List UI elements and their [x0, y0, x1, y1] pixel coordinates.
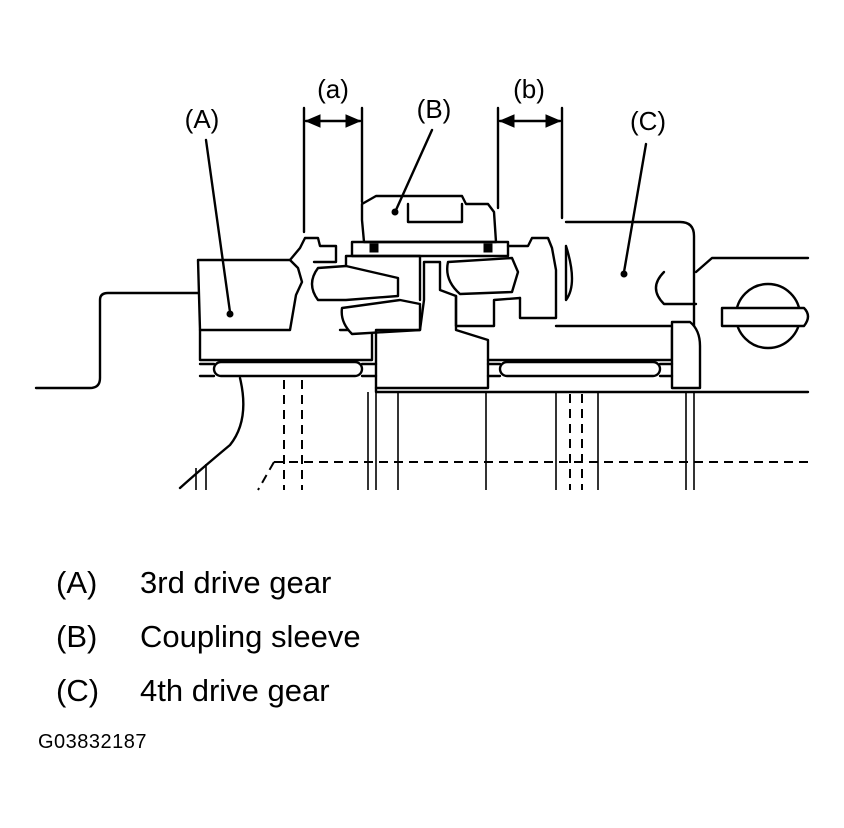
- right-housing: [694, 256, 810, 274]
- fourth-gear-teeth-notch: [564, 244, 574, 302]
- third-drive-gear-hub: [198, 328, 374, 362]
- leader-line-c: [622, 142, 648, 274]
- legend-key-c: (C): [56, 673, 100, 708]
- legend-text-c: 4th drive gear: [140, 673, 330, 708]
- bearing-races: [198, 362, 674, 378]
- dimension-a-arrow-right: [345, 114, 362, 128]
- needle-bearing-right: [498, 360, 662, 378]
- dimension-a-arrow-left: [304, 114, 321, 128]
- fourth-gear-hub: [486, 328, 674, 362]
- legend: (A) 3rd drive gear (B) Coupling sleeve (…: [56, 556, 361, 718]
- gear-cross-section-diagram: (a) (b) (A) (B) (C): [34, 74, 810, 491]
- leader-dot-a: [226, 310, 234, 318]
- figure-code: G03832187: [38, 731, 148, 753]
- needle-bearing-left: [212, 360, 364, 378]
- dimension-b-label: (b): [513, 74, 545, 104]
- right-collar: [670, 320, 702, 390]
- sync-inner-right: [454, 294, 522, 328]
- fourth-gear-chamfer: [506, 236, 558, 320]
- sync-ring-right: [446, 256, 520, 296]
- legend-key-a: (A): [56, 565, 98, 600]
- legend-text-a: 3rd drive gear: [140, 565, 332, 600]
- fourth-drive-gear-body: [554, 220, 696, 328]
- callout-label-b: (B): [417, 94, 452, 124]
- legend-text-b: Coupling sleeve: [140, 619, 361, 654]
- legend-row-a: (A) 3rd drive gear: [56, 556, 361, 610]
- leader-dot-c: [620, 270, 628, 278]
- dimension-b-arrow-left: [498, 114, 515, 128]
- legend-row-b: (B) Coupling sleeve: [56, 610, 361, 664]
- third-drive-gear-body: [196, 258, 304, 332]
- legend-row-c: (C) 4th drive gear: [56, 664, 361, 718]
- hidden-line-angled: [257, 461, 275, 491]
- sleeve-tooth-right: [483, 243, 493, 253]
- sync-hub: [374, 260, 490, 390]
- third-gear-chamfer: [288, 236, 338, 264]
- sleeve-tooth-left: [369, 243, 379, 253]
- left-housing: [34, 291, 200, 390]
- coupling-sleeve: [360, 194, 498, 244]
- bolt-slot: [720, 306, 810, 328]
- dimension-b-arrow-right: [545, 114, 562, 128]
- coupling-sleeve-base: [350, 240, 510, 258]
- dimension-a-label: (a): [317, 74, 349, 104]
- fourth-gear-bore: [654, 270, 698, 306]
- left-housing-lower: [178, 376, 245, 490]
- shaft-lines-left: [195, 464, 207, 490]
- leader-dot-b: [391, 208, 399, 216]
- callout-label-c: (C): [630, 106, 666, 136]
- sync-ring-left: [310, 264, 400, 302]
- leader-line-b: [394, 128, 434, 212]
- callout-label-a: (A): [185, 104, 220, 134]
- legend-key-b: (B): [56, 619, 98, 654]
- leader-line-a: [204, 138, 232, 314]
- sync-cone-left: [340, 298, 422, 336]
- coupling-sleeve-slot: [406, 202, 464, 224]
